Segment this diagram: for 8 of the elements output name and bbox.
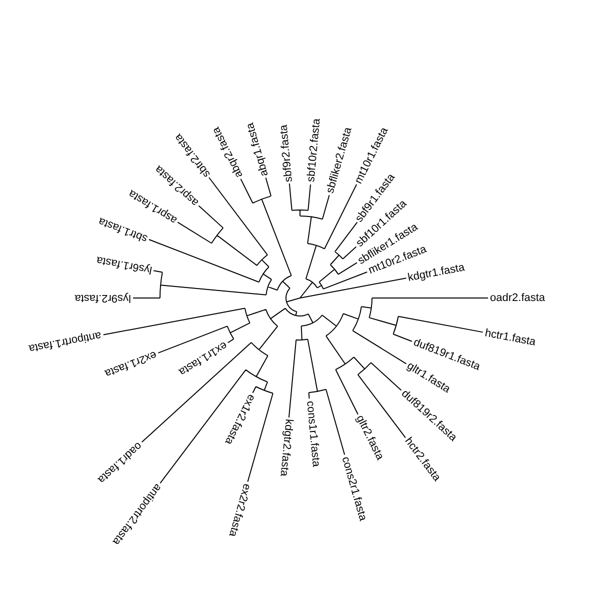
tip-label: sbf10r2.fasta — [304, 118, 323, 184]
tip-label: lys6r1.fasta — [95, 254, 153, 276]
tip-label: lys9r2.fasta — [74, 292, 131, 304]
tip-label: sbf9r2.fasta — [278, 124, 296, 182]
tip-label: kdgtr2.fasta — [277, 418, 295, 478]
tip-label: cons1r1.fasta — [304, 400, 322, 467]
tip-label: oadr2.fasta — [490, 292, 546, 304]
tip-label: hctr1.fasta — [484, 326, 536, 348]
